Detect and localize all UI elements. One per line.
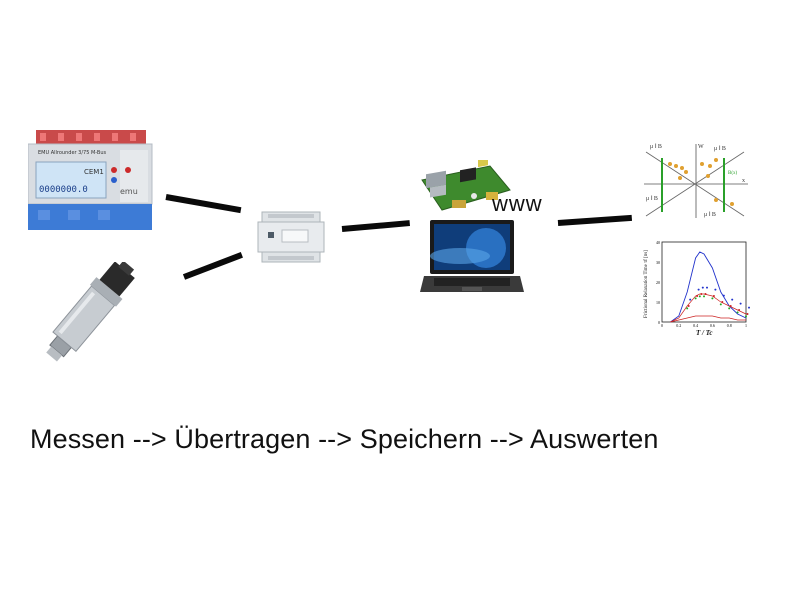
- meter-lcd-screen: [35, 161, 107, 199]
- link-laptop-to-analysis: [557, 214, 633, 226]
- plot-scatter-point: [686, 307, 689, 310]
- relaxation-time-plot: Frictional Relaxation Time τf [ns] T / T…: [644, 240, 750, 337]
- plot-y-axis-label: Frictional Relaxation Time τf [ns]: [644, 250, 649, 318]
- plot-scatter-point: [698, 295, 701, 298]
- raspberry-pi-image: [421, 160, 511, 211]
- plot-scatter-point: [694, 297, 697, 300]
- plot-scatter-point: [711, 297, 714, 300]
- sensor-connector: [99, 262, 135, 297]
- plot-series-line-3: [670, 315, 746, 323]
- plot-x-axis-label: T / Tc: [696, 329, 712, 337]
- meter-blue-button: [111, 177, 117, 183]
- plot-scatter-point: [714, 288, 717, 291]
- plot-scatter-point: [719, 303, 722, 306]
- plot-scatter-point: [704, 293, 707, 295]
- plot-y-tick-label: 20: [656, 280, 660, 285]
- plot-x-tick-label: 0: [661, 323, 663, 328]
- diagram-label-top-right: μ ‖ B: [714, 146, 726, 152]
- plot-x-tick-label: 1: [745, 323, 747, 328]
- plot-y-tick-label: 40: [656, 240, 660, 245]
- pressure-sensor-image: [46, 262, 135, 362]
- link-sensor-to-gateway: [182, 251, 243, 280]
- plot-scatter-point: [745, 315, 747, 318]
- plot-x-tick-label: 0.6: [710, 323, 715, 328]
- plot-scatter-point: [721, 301, 724, 303]
- meter-model: CEM1: [84, 168, 104, 176]
- gateway-status-led: [268, 232, 274, 238]
- plot-series-line-2: [670, 293, 747, 323]
- meter-brand-logo: emu: [120, 187, 138, 196]
- plot-scatter-point: [728, 307, 731, 310]
- plot-scatter-point: [689, 298, 692, 301]
- meter-red-button: [111, 167, 117, 173]
- meter-title: EMU Allrounder 3/75 M-Bus: [38, 150, 107, 156]
- diagram-w-label: W: [698, 144, 704, 150]
- diagram-side-label: B(x): [728, 171, 738, 176]
- plot-scatter-point: [687, 305, 690, 307]
- plot-x-tick-label: 0.8: [727, 323, 732, 328]
- plot-scatter-point: [731, 298, 734, 301]
- plot-scatter-point: [739, 302, 742, 305]
- plot-scatter-point: [746, 313, 749, 315]
- plot-series-line-1: [670, 251, 747, 323]
- link-meter-to-gateway: [165, 194, 242, 214]
- plot-scatter-point: [706, 286, 708, 289]
- physics-diagram: W x μ ‖ B μ ‖ B μ ‖ B μ ‖ B B(x): [644, 144, 748, 218]
- plot-y-tick-label: 30: [656, 260, 660, 265]
- plot-scatter-point: [697, 288, 700, 291]
- diagram-label-bottom-right: μ ‖ B: [704, 212, 716, 218]
- plot-scatter-point: [703, 295, 705, 298]
- plot-scatter-point: [722, 294, 725, 297]
- meter-top-cover: [36, 130, 146, 144]
- energy-meter-image: EMU Allrounder 3/75 M-Bus CEM1 0000000.0…: [28, 130, 153, 230]
- process-caption: Messen --> Übertragen --> Speichern --> …: [30, 424, 659, 454]
- plot-y-tick-label: 0: [658, 320, 660, 325]
- plot-y-tick-label: 10: [656, 300, 660, 305]
- plot-scatter-point: [729, 305, 732, 307]
- gateway-module-image: [257, 211, 325, 263]
- plot-scatter-point: [701, 286, 704, 289]
- diagram-x-label: x: [742, 178, 745, 184]
- diagram-label-top-left: μ ‖ B: [650, 144, 662, 150]
- plot-scatter-point: [700, 293, 703, 295]
- plot-scatter-point: [712, 295, 715, 297]
- laptop-image: [420, 220, 524, 292]
- plot-scatter-point: [748, 306, 750, 309]
- plot-scatter-point: [696, 295, 699, 297]
- network-label: www: [492, 191, 543, 216]
- link-gateway-to-laptop: [341, 220, 411, 232]
- plot-scatter-point: [738, 309, 741, 311]
- plot-x-tick-label: 0.4: [693, 323, 698, 328]
- meter-display-reading: 0000000.0: [39, 185, 88, 195]
- diagram-label-bottom-left: μ ‖ B: [646, 196, 658, 202]
- plot-scatter-point: [736, 311, 739, 314]
- plot-x-tick-label: 0.2: [676, 323, 681, 328]
